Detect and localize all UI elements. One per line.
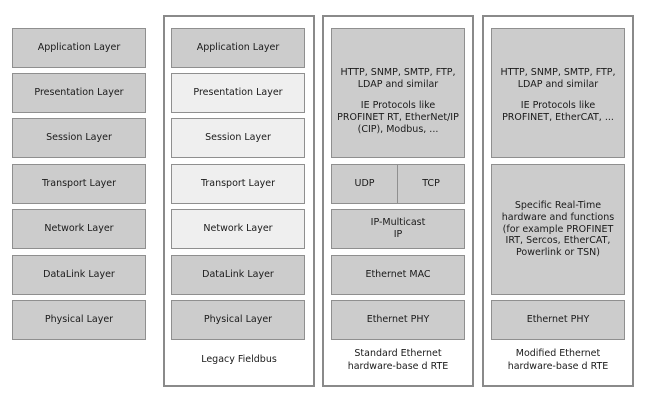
legacy-datalink-layer: DataLink Layer <box>171 255 305 295</box>
legacy-network-layer: Network Layer <box>171 209 305 249</box>
standard-tcp-box: TCP <box>397 164 465 204</box>
legacy-transport-layer: Transport Layer <box>171 164 305 204</box>
osi-presentation-layer: Presentation Layer <box>12 73 146 113</box>
legacy-application-layer: Application Layer <box>171 28 305 68</box>
osi-transport-layer: Transport Layer <box>12 164 146 204</box>
osi-session-layer: Session Layer <box>12 118 146 158</box>
legacy-presentation-layer: Presentation Layer <box>171 73 305 113</box>
legacy-physical-layer: Physical Layer <box>171 300 305 340</box>
standard-ethernet-mac-box: Ethernet MAC <box>331 255 465 295</box>
osi-application-layer: Application Layer <box>12 28 146 68</box>
standard-ethernet-phy-box: Ethernet PHY <box>331 300 465 340</box>
osi-physical-layer: Physical Layer <box>12 300 146 340</box>
standard-udp-box: UDP <box>331 164 398 204</box>
modified-ethernet-caption: Modified Ethernet hardware-base d RTE <box>507 348 609 373</box>
standard-ethernet-caption: Standard Ethernet hardware-base d RTE <box>347 348 449 373</box>
legacy-fieldbus-caption: Legacy Fieldbus <box>201 354 277 365</box>
standard-application-protocols: HTTP, SNMP, SMTP, FTP, LDAP and similar <box>340 67 456 90</box>
standard-ie-protocols: IE Protocols like PROFINET RT, EtherNet/… <box>337 99 459 135</box>
osi-network-layer: Network Layer <box>12 209 146 249</box>
modified-ie-protocols: IE Protocols like PROFINET, EtherCAT, ..… <box>502 99 614 123</box>
modified-application-protocols: HTTP, SNMP, SMTP, FTP, LDAP and similar <box>500 67 616 90</box>
standard-upper-protocols-box: HTTP, SNMP, SMTP, FTP, LDAP and similar … <box>331 28 465 158</box>
osi-datalink-layer: DataLink Layer <box>12 255 146 295</box>
standard-ip-box: IP-Multicast IP <box>331 209 465 249</box>
legacy-session-layer: Session Layer <box>171 118 305 158</box>
modified-realtime-hardware-box: Specific Real-Time hardware and function… <box>491 164 625 295</box>
modified-ethernet-phy-box: Ethernet PHY <box>491 300 625 340</box>
modified-upper-protocols-box: HTTP, SNMP, SMTP, FTP, LDAP and similar … <box>491 28 625 158</box>
